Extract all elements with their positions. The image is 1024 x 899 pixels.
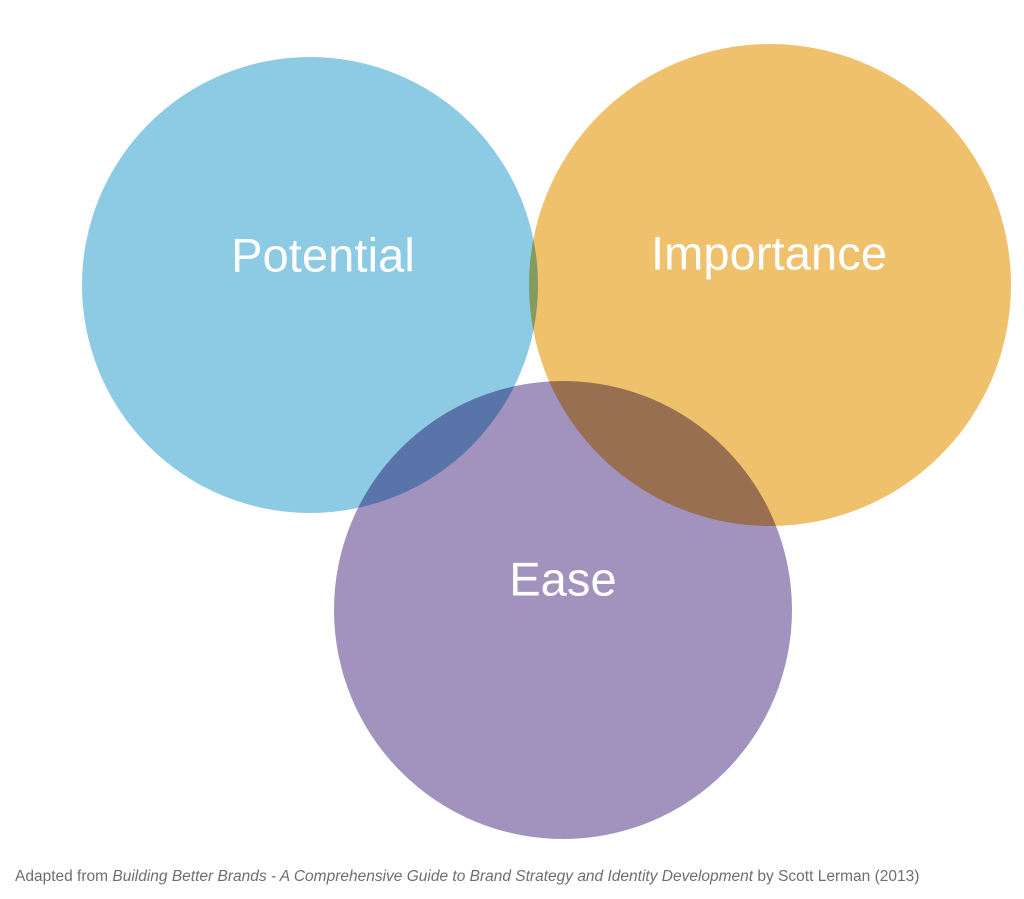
caption-prefix: Adapted from <box>15 867 113 885</box>
venn-diagram-canvas: Potential Importance Ease <box>82 44 1011 839</box>
venn-label-importance: Importance <box>651 226 887 279</box>
caption-suffix: by Scott Lerman (2013) <box>753 867 920 885</box>
venn-circle-group <box>82 44 1011 839</box>
venn-label-ease: Ease <box>509 552 617 605</box>
caption-book-title: Building Better Brands - A Comprehensive… <box>112 867 754 885</box>
source-caption: Adapted from Building Better Brands - A … <box>15 868 919 887</box>
venn-label-potential: Potential <box>231 228 415 281</box>
venn-circle-potential[interactable] <box>82 57 538 513</box>
caption-bar: Adapted from Building Better Brands - A … <box>0 855 1024 899</box>
venn-diagram-svg: Potential Importance Ease <box>82 44 1011 839</box>
venn-circle-importance[interactable] <box>529 44 1011 526</box>
